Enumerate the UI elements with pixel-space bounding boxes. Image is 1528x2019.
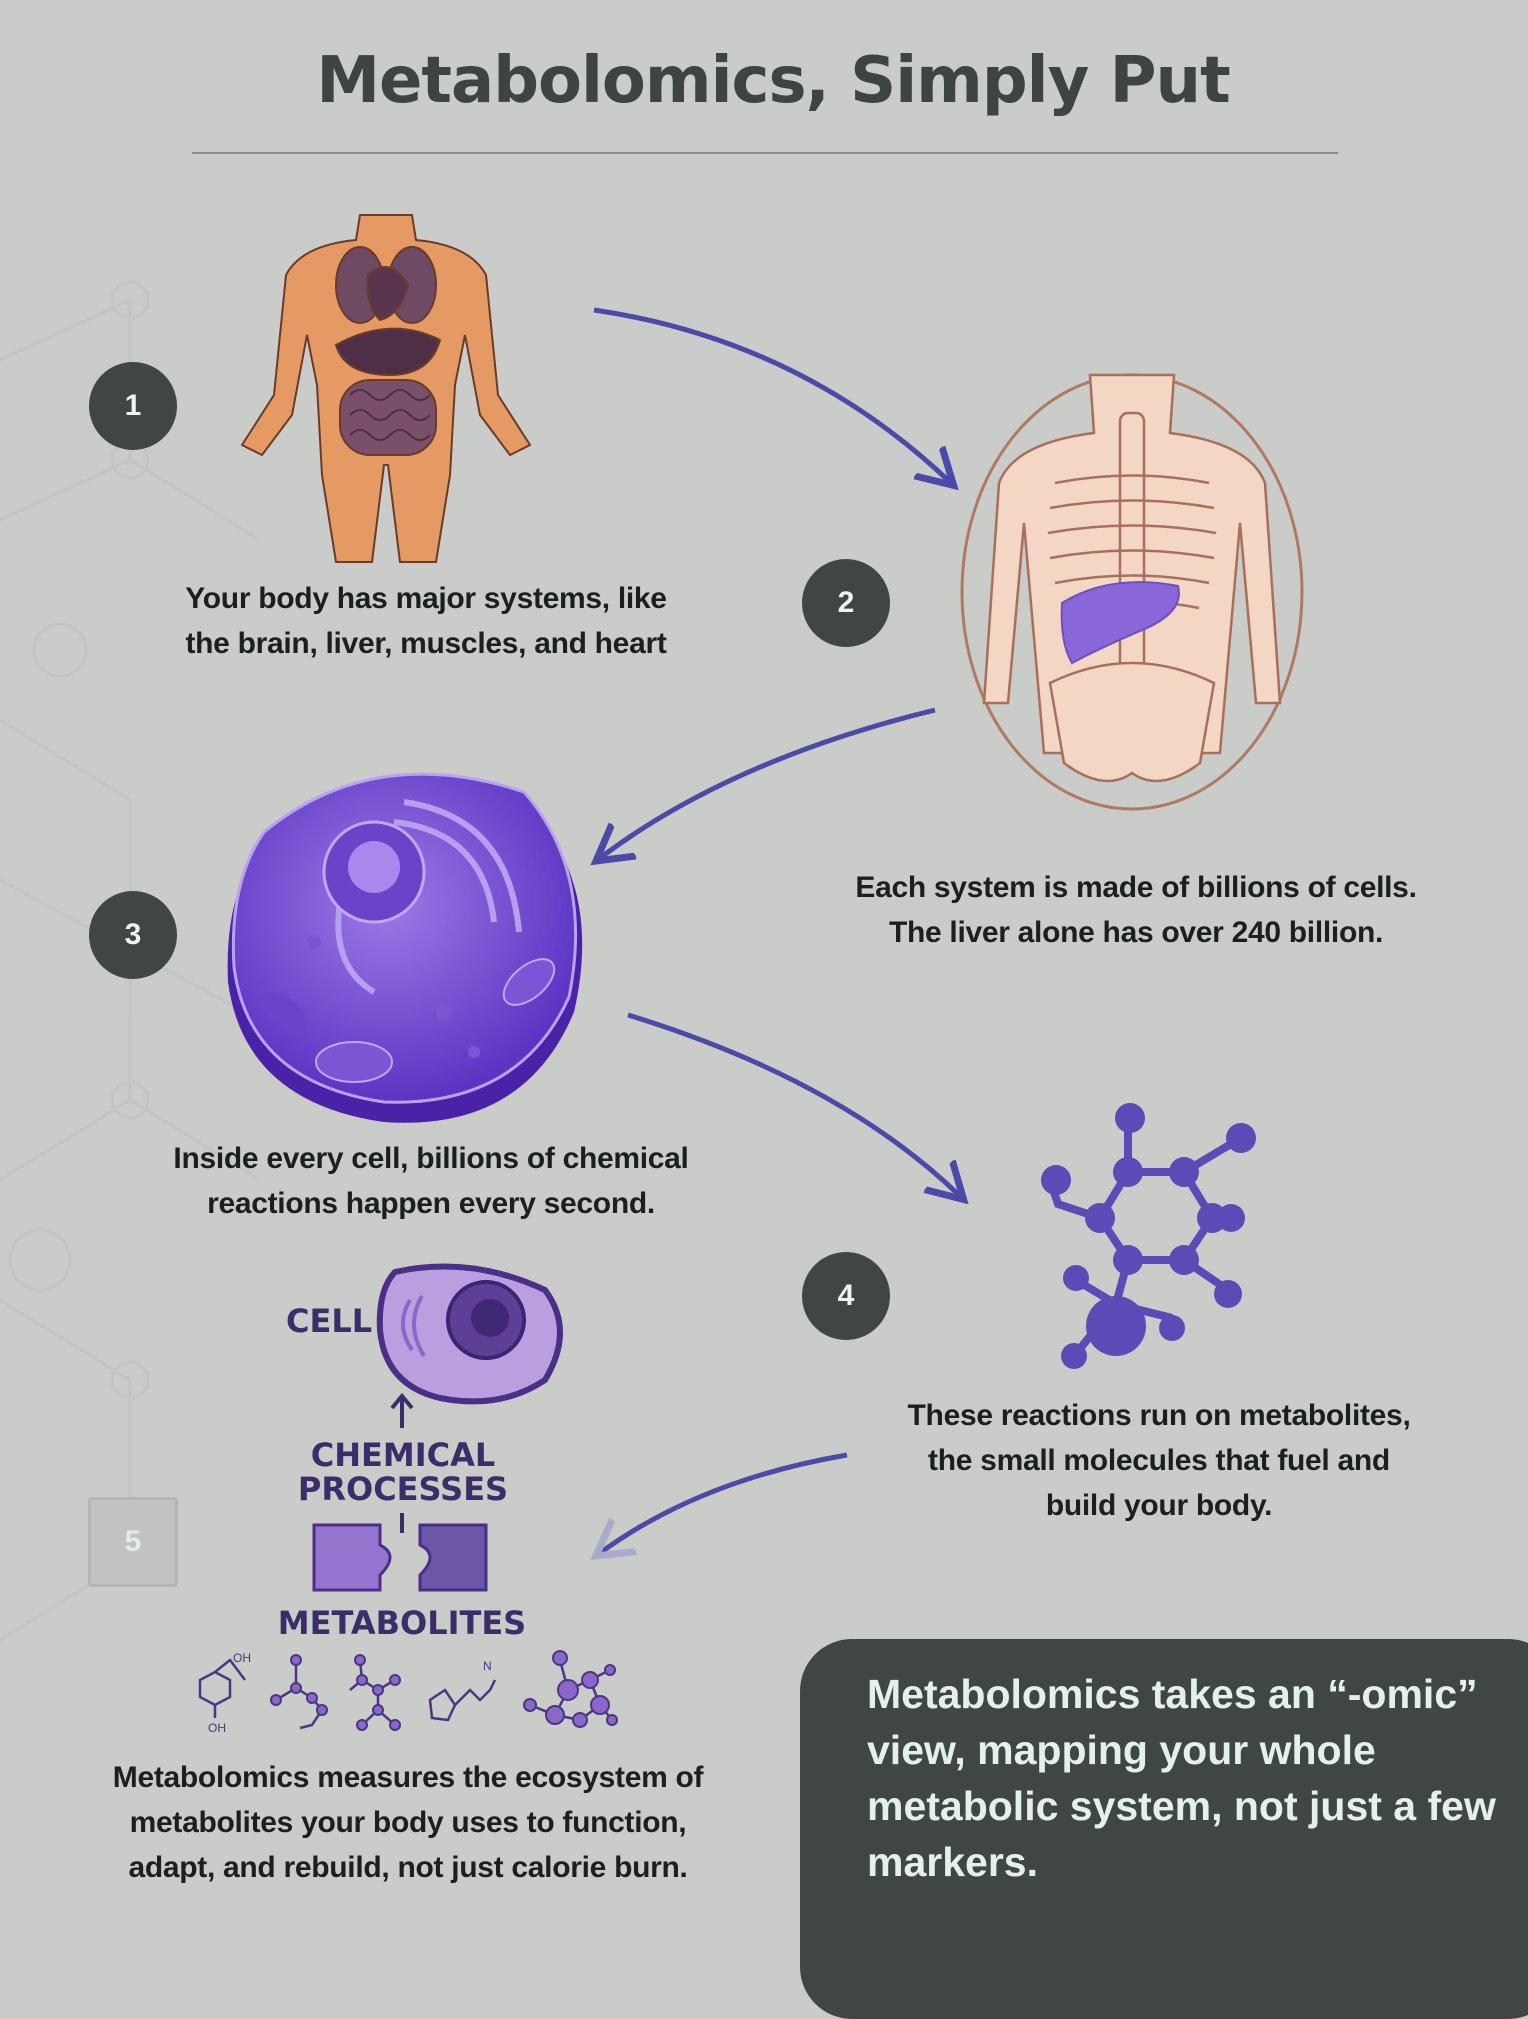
arrow-4-to-5 [600, 1452, 848, 1553]
step-badge-3: 3 [89, 891, 177, 979]
oh-label: OH [208, 1721, 226, 1735]
human-body-illustration [240, 214, 532, 563]
oh-label: OH [233, 1651, 251, 1665]
arrow-3-to-4 [627, 1012, 960, 1196]
caption-line: adapt, and rebuild, not just calorie bur… [128, 1851, 688, 1884]
step-badge-1: 1 [89, 362, 177, 450]
step-3-caption: Inside every cell, billions of chemical … [131, 1136, 731, 1226]
page-title: Metabolomics, Simply Put [316, 44, 1230, 118]
callout-line: view, mapping your whole [867, 1727, 1376, 1773]
cell-icon [376, 1263, 563, 1405]
cell-label: CELL [286, 1302, 372, 1340]
caption-line: reactions happen every second. [207, 1187, 655, 1220]
step-1-caption: Your body has major systems, like the br… [176, 576, 676, 666]
arrow-2-to-3 [600, 707, 936, 858]
callout-line: Metabolomics takes an “-omic” [867, 1671, 1478, 1717]
caption-line: metabolites your body uses to function, [129, 1806, 687, 1839]
processes-label-2: PROCESSES [298, 1470, 508, 1508]
arrow-1-to-2 [593, 307, 950, 482]
summary-callout-text: Metabolomics takes an “-omic” view, mapp… [867, 1666, 1496, 1890]
puzzle-pieces-icon [312, 1523, 488, 1592]
up-arrow-icon [390, 1392, 414, 1428]
step-2-caption: Each system is made of billions of cells… [836, 865, 1436, 955]
caption-line: the brain, liver, muscles, and heart [185, 627, 667, 660]
molecule-illustration [1041, 1103, 1256, 1369]
callout-line: metabolic system, not just a few [867, 1783, 1496, 1829]
n-label: N [483, 1659, 492, 1673]
skeleton-liver-illustration [960, 373, 1304, 811]
summary-callout [800, 1639, 1528, 2019]
processes-label-1: CHEMICAL [311, 1436, 496, 1474]
caption-line: Each system is made of billions of cells… [855, 871, 1417, 904]
caption-line: Metabolomics measures the ecosystem of [112, 1761, 704, 1794]
caption-line: The liver alone has over 240 billion. [888, 916, 1384, 949]
step-5-caption: Metabolomics measures the ecosystem of m… [58, 1755, 758, 1890]
title-divider [192, 152, 1338, 154]
step-badge-4: 4 [802, 1252, 890, 1340]
step-badge-2: 2 [802, 559, 890, 647]
caption-line: build your body. [1045, 1489, 1273, 1522]
caption-line: These reactions run on metabolites, [907, 1399, 1411, 1432]
step-4-caption: These reactions run on metabolites, the … [859, 1393, 1459, 1528]
step-badge-5: 5 [88, 1497, 178, 1587]
cell-illustration [227, 772, 583, 1123]
callout-line: markers. [867, 1839, 1038, 1885]
caption-line: Your body has major systems, like [185, 582, 667, 615]
liver-icon [1060, 581, 1180, 665]
caption-line: Inside every cell, billions of chemical [173, 1142, 689, 1175]
metabolites-label: METABOLITES [278, 1604, 526, 1642]
caption-line: the small molecules that fuel and [928, 1444, 1390, 1477]
